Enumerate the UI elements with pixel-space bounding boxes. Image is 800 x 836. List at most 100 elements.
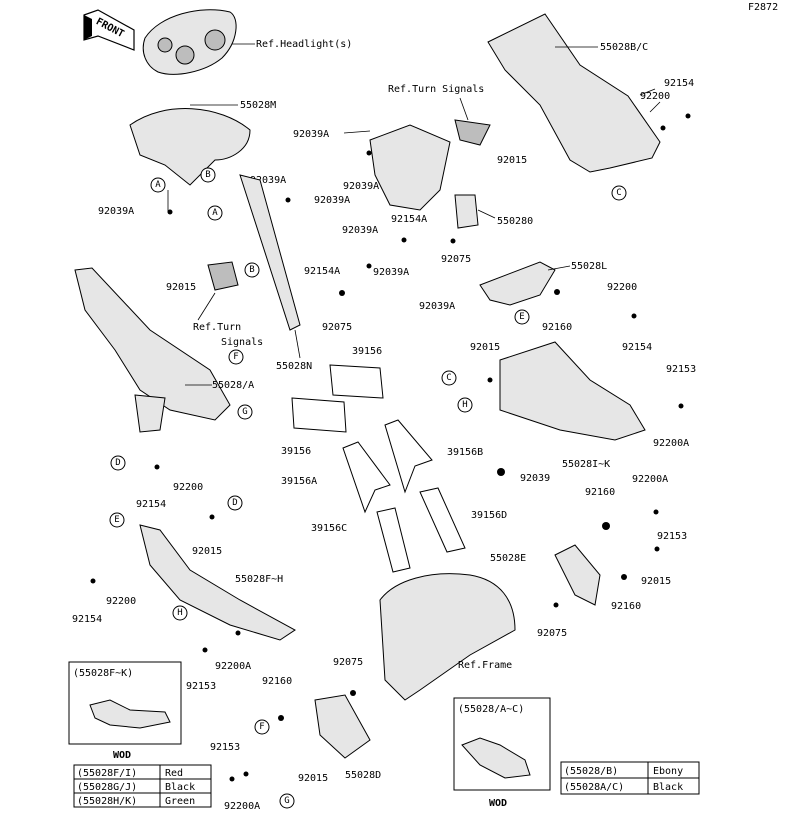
sticker-39156B: 39156B	[384, 419, 483, 494]
color-row-right-1-color: Black	[653, 782, 683, 793]
ref-circle-G1: G	[237, 404, 253, 420]
figure-id: F2872	[748, 2, 778, 13]
part-92200-d: 92200	[106, 596, 136, 607]
svg-text:B: B	[249, 265, 254, 275]
svg-text:D: D	[232, 498, 237, 508]
callout-ref-frame: Ref.Frame	[458, 660, 512, 671]
part-55028D: 55028D	[345, 770, 381, 781]
right-lower-cowl-55028I-K	[499, 341, 646, 441]
part-550280: 550280	[497, 216, 533, 227]
upper-cowl-55028B-C	[487, 13, 661, 173]
svg-text:D: D	[115, 458, 120, 468]
svg-text:H: H	[462, 400, 467, 410]
headlight-assembly	[142, 9, 255, 75]
part-92153-a: 92153	[666, 364, 696, 375]
svg-text:B: B	[205, 170, 210, 180]
svg-text:H: H	[177, 608, 182, 618]
part-39156D: 39156D	[471, 510, 507, 521]
color-row-right-0-part: (55028/B)	[564, 766, 618, 777]
part-55028I-K: 55028I~K	[562, 459, 610, 470]
part-92200A-a: 92200A	[653, 438, 689, 449]
part-92039A-5: 92039A	[314, 195, 350, 206]
part-92200-b: 92200	[607, 282, 637, 293]
part-39156C: 39156C	[311, 523, 347, 534]
inset-left-title: (55028F~K)	[73, 668, 133, 679]
part-39156-b: 39156	[281, 446, 311, 457]
lower-cowl-55028F-H	[139, 524, 296, 641]
sticker-39156C: 39156C	[311, 507, 411, 573]
inset-left-55028F-K: (55028F~K) WOD	[68, 661, 182, 761]
color-row-left-0-color: Red	[165, 768, 183, 779]
part-92039A-7: 92039A	[373, 267, 409, 278]
svg-text:A: A	[155, 180, 161, 190]
svg-text:C: C	[616, 188, 621, 198]
svg-text:A: A	[212, 208, 218, 218]
ref-circle-C2: C	[441, 370, 457, 386]
side-piece-55028E	[554, 544, 601, 606]
inset-right-55028-A-C: (55028/A~C) WOD	[453, 697, 551, 809]
sticker-39156A: 39156A	[281, 441, 391, 514]
svg-text:E: E	[114, 515, 119, 525]
ref-circle-F2: F	[254, 719, 270, 735]
frame-reference	[379, 573, 516, 701]
color-table-right: (55028/B) Ebony (55028A/C) Black	[560, 761, 700, 795]
part-92200A-c: 92200A	[215, 661, 251, 672]
part-92200-c: 92200	[173, 482, 203, 493]
ref-circle-B2: B	[244, 262, 260, 278]
part-92075-d: 92075	[333, 657, 363, 668]
part-92075-b: 92075	[322, 322, 352, 333]
part-92153-c: 92153	[186, 681, 216, 692]
part-92154-d: 92154	[72, 614, 102, 625]
svg-text:C: C	[446, 373, 451, 383]
part-55028E: 55028E	[490, 553, 526, 564]
part-92015-e: 92015	[641, 576, 671, 587]
color-row-right-1-part: (55028A/C)	[564, 782, 624, 793]
part-92039A-8: 92039A	[419, 301, 455, 312]
svg-text:F: F	[233, 352, 238, 362]
part-55028-A: 55028/A	[212, 380, 254, 391]
part-55028N: 55028N	[276, 361, 312, 372]
part-92015-f: 92015	[298, 773, 328, 784]
part-92039A-6: 92039A	[342, 225, 378, 236]
color-row-left-1-part: (55028G/J)	[77, 782, 137, 793]
ref-circle-D2: D	[227, 495, 243, 511]
part-92160-c: 92160	[611, 601, 641, 612]
sticker-39156-top: 39156	[329, 346, 384, 399]
part-92015-b: 92015	[166, 282, 196, 293]
ref-circle-A2: A	[207, 205, 223, 221]
cowl-part-55028M	[129, 104, 251, 212]
part-92039A-1: 92039A	[98, 206, 134, 217]
ref-circle-E2: E	[109, 512, 125, 528]
part-55028F-H: 55028F~H	[235, 574, 283, 585]
ref-circle-D1: D	[110, 455, 126, 471]
part-92154A-a: 92154A	[391, 214, 427, 225]
part-92039: 92039	[520, 473, 550, 484]
part-92154-b: 92154	[622, 342, 652, 353]
ref-circle-C1: C	[611, 185, 627, 201]
part-55028L: 55028L	[571, 261, 607, 272]
callout-ref-turn-left-1: Ref.Turn	[193, 322, 241, 333]
ref-circle-F1: F	[228, 349, 244, 365]
ref-circle-H1: H	[457, 397, 473, 413]
part-92015-d: 92015	[192, 546, 222, 557]
ref-circle-E1: E	[514, 309, 530, 325]
part-92154A-b: 92154A	[304, 266, 340, 277]
svg-text:G: G	[242, 407, 247, 417]
inset-left-caption: WOD	[113, 750, 131, 761]
front-arrow-icon: FRONT	[83, 9, 135, 51]
part-92154-c: 92154	[136, 499, 166, 510]
inset-right-title: (55028/A~C)	[458, 704, 524, 715]
part-92075-c: 92075	[537, 628, 567, 639]
sticker-39156D: 39156D	[419, 487, 507, 553]
part-92039A-4: 92039A	[343, 181, 379, 192]
inset-right-caption: WOD	[489, 798, 507, 809]
svg-text:F: F	[259, 722, 264, 732]
part-39156-a: 39156	[352, 346, 382, 357]
part-92153-b: 92153	[657, 531, 687, 542]
color-row-left-1-color: Black	[165, 782, 195, 793]
svg-text:E: E	[519, 312, 524, 322]
callout-ref-turn-left-2: Signals	[221, 337, 263, 348]
part-55028B-C: 55028B/C	[600, 42, 648, 53]
part-92075-a: 92075	[441, 254, 471, 265]
color-row-left-2-part: (55028H/K)	[77, 796, 137, 807]
